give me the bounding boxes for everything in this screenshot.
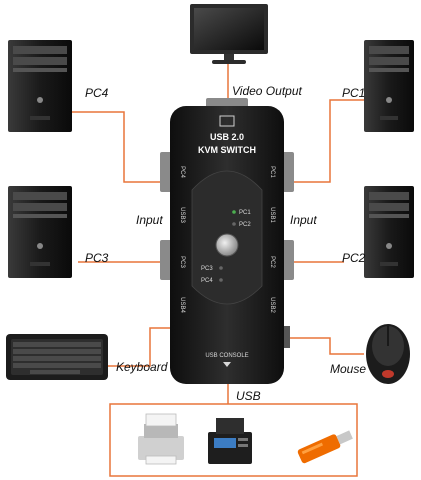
- port-label-usb2: USB2: [269, 297, 275, 313]
- led-pc4: [219, 278, 223, 282]
- port-label-pc2: PC2: [269, 256, 275, 268]
- vga-port-pc3: [160, 240, 172, 280]
- keyboard-icon: [6, 334, 108, 380]
- led-pc3: [219, 266, 223, 270]
- kvm-switch-device: USB 2.0 KVM SWITCH PC4 USB3 PC3 USB4 PC1…: [160, 98, 294, 384]
- led-label-pc3: PC3: [201, 266, 213, 272]
- pc1-tower-icon: [364, 40, 414, 132]
- vga-port-pc4: [160, 152, 172, 192]
- usb-symbol-icon: [219, 115, 235, 127]
- label-pc3: PC3: [85, 251, 109, 265]
- line-mouse: [283, 337, 364, 355]
- usb-flash-drive-icon: [297, 430, 353, 464]
- led-pc2: [232, 222, 236, 226]
- switch-button[interactable]: [215, 233, 239, 257]
- led-pc1: [232, 210, 236, 214]
- vga-port-pc2: [282, 240, 294, 280]
- line-pc4: [72, 111, 170, 183]
- led-label-pc1: PC1: [239, 210, 251, 216]
- device-title-line2: KVM SWITCH: [198, 145, 256, 155]
- port-label-pc1: PC1: [269, 166, 275, 178]
- monitor-icon: [190, 4, 268, 64]
- label-pc1: PC1: [342, 86, 365, 100]
- label-mouse: Mouse: [330, 362, 366, 376]
- line-keyboard: [108, 327, 170, 367]
- port-label-usb3: USB3: [179, 207, 185, 223]
- mouse-icon: [366, 324, 410, 384]
- label-usb: USB: [236, 389, 261, 403]
- vga-port-pc1: [282, 152, 294, 192]
- pc4-tower-icon: [8, 40, 72, 132]
- label-pc2: PC2: [342, 251, 366, 265]
- led-label-pc4: PC4: [201, 278, 213, 284]
- console-arrow-icon: [223, 362, 231, 367]
- usb-console-port: [284, 326, 290, 348]
- printer-icon: [138, 413, 184, 465]
- port-label-usb4: USB4: [179, 297, 185, 313]
- usb-console-label: USB CONSOLE: [205, 353, 248, 359]
- fax-machine-icon: [208, 418, 252, 464]
- led-label-pc2: PC2: [239, 222, 251, 228]
- label-input-right: Input: [290, 213, 317, 227]
- label-video-output: Video Output: [232, 84, 302, 98]
- port-label-usb1: USB1: [269, 207, 275, 223]
- device-title-line1: USB 2.0: [210, 132, 244, 142]
- connector-lines: [72, 62, 364, 477]
- label-pc4: PC4: [85, 86, 109, 100]
- label-input-left: Input: [136, 213, 163, 227]
- pc2-tower-icon: [364, 186, 414, 278]
- port-label-pc3: PC3: [179, 256, 185, 268]
- label-keyboard: Keyboard: [116, 360, 168, 374]
- pc3-tower-icon: [8, 186, 72, 278]
- line-pc1: [283, 99, 364, 183]
- usb-devices-frame: [109, 403, 358, 477]
- port-label-pc4: PC4: [179, 166, 185, 178]
